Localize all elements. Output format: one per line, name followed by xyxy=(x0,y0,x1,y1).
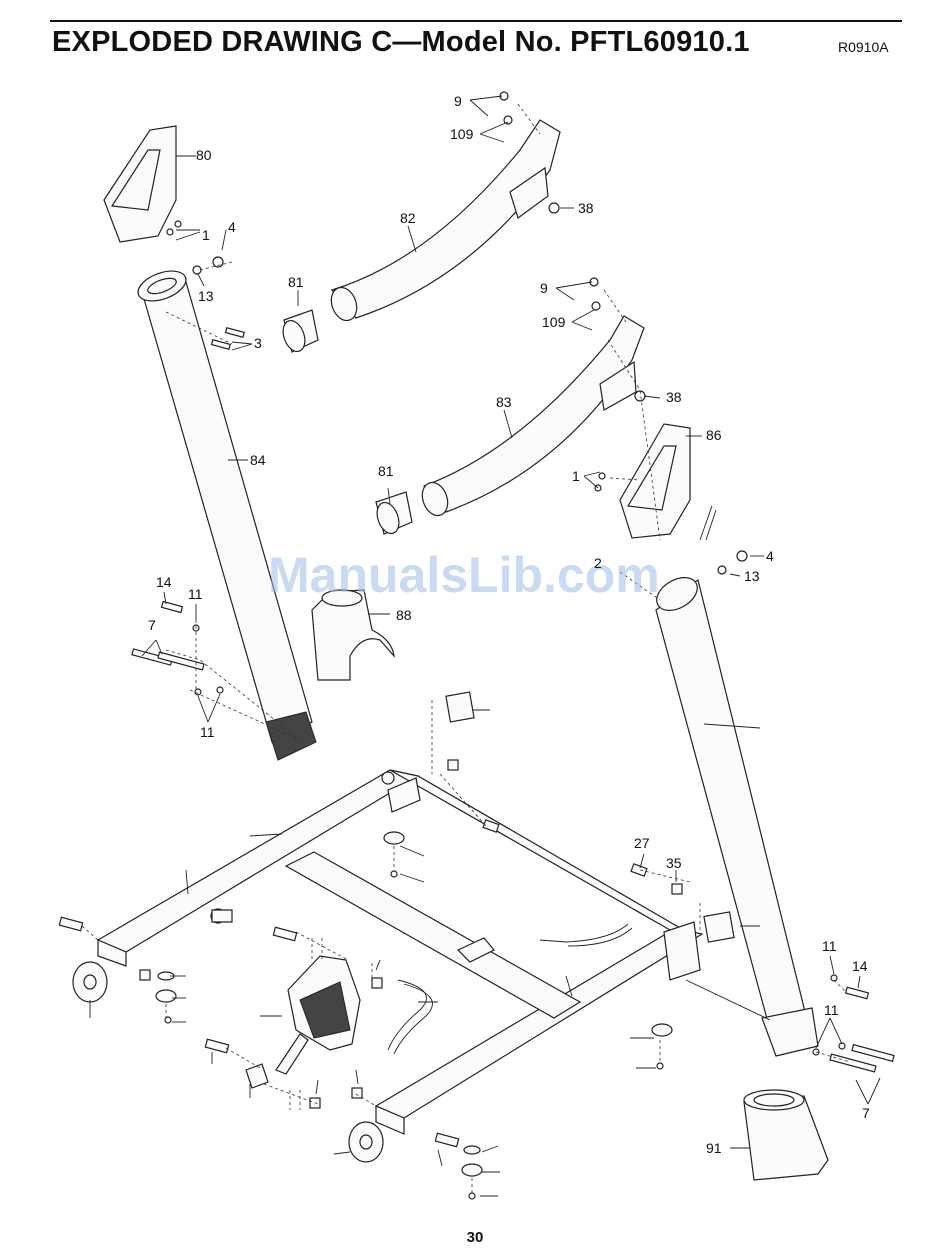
callout-4-right: 4 xyxy=(766,548,774,564)
cover-88 xyxy=(312,590,394,680)
callout-35: 35 xyxy=(666,855,682,871)
callout-7-left: 7 xyxy=(148,617,156,633)
callout-1-left: 1 xyxy=(202,227,210,243)
callout-14-left: 14 xyxy=(156,574,172,590)
callout-2: 2 xyxy=(594,555,602,571)
callout-7-right: 7 xyxy=(862,1105,870,1121)
rear-wheel-right xyxy=(349,1122,383,1162)
callout-81-bottom: 81 xyxy=(378,463,394,479)
callout-86: 86 xyxy=(706,427,722,443)
callout-109-top: 109 xyxy=(450,126,474,142)
incline-motor-assembly xyxy=(246,956,360,1088)
callout-3: 3 xyxy=(254,335,262,351)
callout-9-top: 9 xyxy=(454,93,462,109)
callout-11-left-top: 11 xyxy=(188,586,203,602)
callout-38-top: 38 xyxy=(578,200,594,216)
base-frame xyxy=(98,770,702,1134)
callout-91: 91 xyxy=(706,1140,722,1156)
callout-80: 80 xyxy=(196,147,212,163)
leader-lines xyxy=(90,96,880,1196)
callout-82: 82 xyxy=(400,210,416,226)
callout-109-mid: 109 xyxy=(542,314,566,330)
cover-91 xyxy=(744,1090,828,1180)
callout-81-top: 81 xyxy=(288,274,304,290)
hood-80 xyxy=(104,126,176,242)
callout-1-right: 1 xyxy=(572,468,580,484)
handrail-arm-82 xyxy=(327,120,560,324)
page-number: 30 xyxy=(0,1229,950,1246)
callout-13-right: 13 xyxy=(744,568,760,584)
callout-4-left: 4 xyxy=(228,219,236,235)
callout-27: 27 xyxy=(634,835,650,851)
hood-86 xyxy=(620,424,690,538)
callout-38-mid: 38 xyxy=(666,389,682,405)
callout-84: 84 xyxy=(250,452,266,468)
callout-83: 83 xyxy=(496,394,512,410)
callout-13-left: 13 xyxy=(198,288,214,304)
callout-9-mid: 9 xyxy=(540,280,548,296)
callout-11-right-bottom: 11 xyxy=(824,1002,839,1018)
rear-wheel-left xyxy=(73,962,107,1002)
callout-88: 88 xyxy=(396,607,412,623)
callout-11-left-bottom: 11 xyxy=(200,724,215,740)
end-cap-81-bottom xyxy=(373,492,412,536)
right-upright xyxy=(651,571,818,1056)
end-cap-81-top xyxy=(279,310,318,354)
handrail-arm-83 xyxy=(418,316,644,519)
callout-14-right: 14 xyxy=(852,958,868,974)
callout-11-right-top: 11 xyxy=(822,938,837,954)
